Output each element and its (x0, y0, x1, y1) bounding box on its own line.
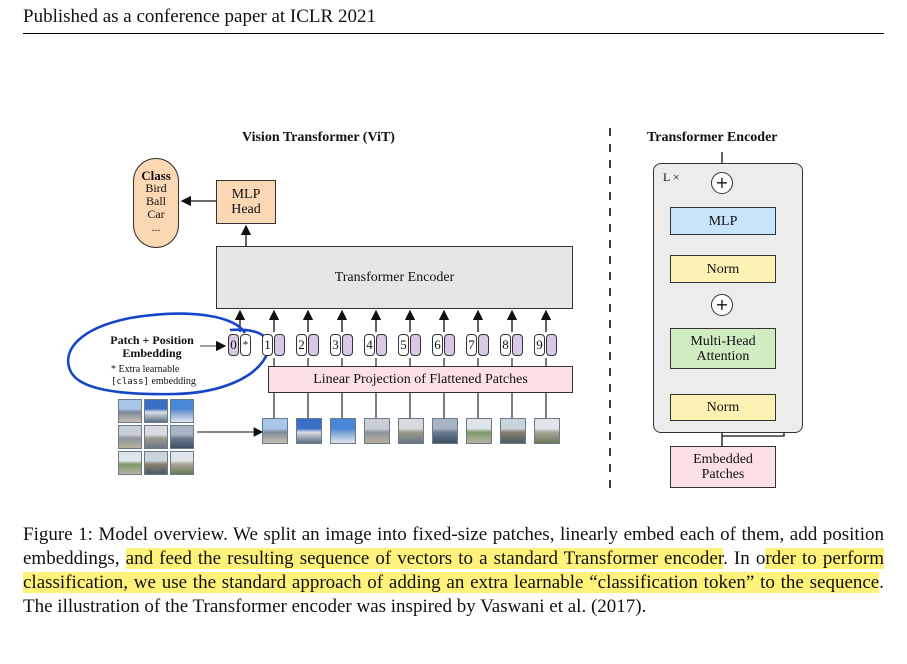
patch-embedding (546, 334, 557, 356)
caption-text-2: . In o (723, 548, 766, 569)
header-rule (23, 33, 884, 34)
token-1: 1 (262, 332, 285, 358)
encoder-title: Transformer Encoder (647, 130, 778, 145)
note-code: [class] (111, 377, 149, 387)
embedded-patches-box: Embedded Patches (670, 446, 776, 488)
image-patch (144, 451, 168, 475)
note-prefix: * Extra learnable (111, 364, 180, 375)
patch-embedding (274, 334, 285, 356)
position-embedding: 5 (398, 334, 409, 356)
patch-embedding (512, 334, 523, 356)
extra-learnable-note: * Extra learnable [class] embedding (111, 364, 196, 388)
add-circle-bottom: + (711, 294, 733, 316)
image-patch (118, 425, 142, 449)
token-9: 9 (534, 332, 557, 358)
note-suffix: embedding (151, 376, 196, 387)
add-circle-top: + (711, 172, 733, 194)
image-patch (118, 399, 142, 423)
flattened-patch (262, 418, 288, 444)
position-embedding: 7 (466, 334, 477, 356)
position-embedding: 6 (432, 334, 443, 356)
image-patch (170, 451, 194, 475)
patch-embedding (308, 334, 319, 356)
mlp-box: MLP (670, 207, 776, 235)
caption-highlight-1: and feed the resulting sequence of vecto… (125, 548, 724, 569)
position-embedding: 2 (296, 334, 307, 356)
transformer-encoder-box: Transformer Encoder (216, 246, 573, 309)
figure-caption: Figure 1: Model overview. We split an im… (23, 523, 885, 619)
patch-position-embedding-label: Patch + Position Embedding (110, 333, 194, 360)
running-header: Published as a conference paper at ICLR … (23, 6, 376, 27)
token-3: 3 (330, 332, 353, 358)
token-4: 4 (364, 332, 387, 358)
image-patch (170, 425, 194, 449)
flattened-patch (330, 418, 356, 444)
repeat-label: L × (663, 170, 680, 184)
image-patch (144, 399, 168, 423)
norm-bottom-box: Norm (670, 394, 776, 421)
flattened-patch (296, 418, 322, 444)
vit-title: Vision Transformer (ViT) (242, 130, 395, 145)
image-patch (170, 399, 194, 423)
norm-top-box: Norm (670, 255, 776, 283)
image-patch (144, 425, 168, 449)
patch-embedding (444, 334, 455, 356)
flattened-patch (500, 418, 526, 444)
linear-projection-box: Linear Projection of Flattened Patches (268, 366, 573, 393)
position-embedding: 9 (534, 334, 545, 356)
class-item: ... (151, 220, 161, 234)
flattened-patch (466, 418, 492, 444)
patch-embedding (376, 334, 387, 356)
patch-embedding: * (240, 334, 251, 356)
token-7: 7 (466, 332, 489, 358)
class-item: Car (147, 207, 165, 221)
token-8: 8 (500, 332, 523, 358)
position-embedding: 0 (228, 334, 239, 356)
class-item: Bird (145, 181, 167, 195)
multi-head-attention-box: Multi-Head Attention (670, 328, 776, 369)
caption-text-3: . The illustration of the Transformer en… (23, 572, 884, 617)
patch-embedding (478, 334, 489, 356)
position-embedding: 8 (500, 334, 511, 356)
image-patch (118, 451, 142, 475)
token-0: 0* (228, 332, 251, 358)
token-2: 2 (296, 332, 319, 358)
caption-text-1: Figure 1: Model overview. We split an im… (23, 524, 884, 569)
flattened-patch (534, 418, 560, 444)
flattened-patch (432, 418, 458, 444)
class-item: Ball (146, 194, 166, 208)
class-title: Class (141, 168, 171, 183)
patch-embedding (410, 334, 421, 356)
class-output: Class Bird Ball Car ... (133, 158, 179, 248)
flattened-patch (398, 418, 424, 444)
flattened-patch (364, 418, 390, 444)
position-embedding: 1 (262, 334, 273, 356)
patch-embedding (342, 334, 353, 356)
mlp-head-box: MLP Head (216, 180, 276, 224)
token-5: 5 (398, 332, 421, 358)
position-embedding: 3 (330, 334, 341, 356)
token-6: 6 (432, 332, 455, 358)
position-embedding: 4 (364, 334, 375, 356)
